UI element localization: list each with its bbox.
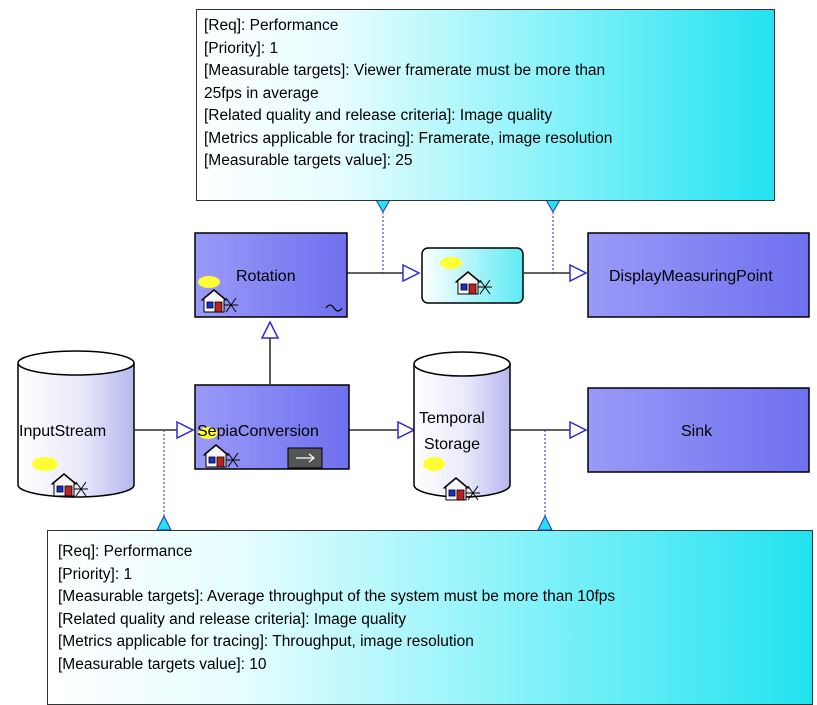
- meter-node[interactable]: [421, 247, 524, 304]
- note-line: [Measurable targets value]: 10: [58, 655, 267, 673]
- note-line: [Related quality and release criteria]: …: [58, 610, 407, 628]
- requirement-note-top[interactable]: [Req]: Performance [Priority]: 1 [Measur…: [196, 9, 775, 201]
- note-line: [Metrics applicable for tracing]: Throug…: [58, 633, 474, 650]
- arrow-to-meter: [402, 264, 420, 282]
- highlight-yellow-icon: [198, 276, 220, 288]
- note-line: [Measurable targets]: Viewer framerate m…: [204, 62, 606, 79]
- highlight-yellow-icon: [32, 457, 58, 471]
- note-line: [Req]: Performance: [204, 17, 339, 34]
- temporal-storage-label-line2: Storage: [424, 436, 481, 453]
- note-line: [Priority]: 1: [58, 565, 133, 583]
- highlight-yellow-icon: [423, 457, 445, 471]
- input-stream-label: InputStream: [19, 423, 107, 440]
- input-stream-node[interactable]: [17, 350, 135, 498]
- architecture-diagram: [17, 199, 810, 531]
- note-line: [Req]: Performance: [58, 543, 193, 560]
- note-anchor-top-left: [375, 199, 391, 213]
- temporal-storage-label-line1: Temporal: [419, 410, 485, 427]
- sink-label: Sink: [681, 423, 713, 440]
- temporal-storage-node[interactable]: [413, 351, 511, 501]
- sepia-conversion-node[interactable]: [194, 384, 350, 470]
- arrow-to-display: [569, 264, 587, 282]
- rotation-label: Rotation: [236, 268, 296, 285]
- display-measuring-point-label: DisplayMeasuringPoint: [609, 268, 773, 285]
- note-line: [Measurable targets value]: 25: [204, 152, 413, 169]
- arrow-to-storage: [397, 421, 415, 439]
- note-line: [Related quality and release criteria]: …: [204, 107, 553, 124]
- note-anchor-bottom-right: [537, 514, 553, 531]
- arrow-to-sink: [569, 421, 587, 439]
- note-anchor-bottom-left: [156, 514, 172, 531]
- note-line: 25fps in average: [204, 84, 319, 102]
- sink-node[interactable]: [587, 387, 810, 473]
- sepia-conversion-label: SepiaConversion: [197, 423, 319, 440]
- requirement-note-bottom[interactable]: [Req]: Performance [Priority]: 1 [Measur…: [47, 530, 813, 705]
- highlight-yellow-icon: [440, 257, 462, 269]
- note-line: [Metrics applicable for tracing]: Framer…: [204, 129, 613, 147]
- note-line: [Measurable targets]: Average throughput…: [58, 588, 616, 605]
- wave-icon: [325, 304, 343, 312]
- connectors: [135, 272, 570, 431]
- note-line: [Priority]: 1: [204, 39, 279, 57]
- highlight-yellow-icon: [198, 427, 218, 439]
- arrow-to-rotation: [260, 320, 280, 339]
- arrow-to-sepia: [176, 421, 194, 439]
- rotation-node[interactable]: [194, 232, 348, 318]
- display-measuring-point-node[interactable]: [587, 232, 810, 318]
- note-anchor-top-right: [545, 199, 561, 213]
